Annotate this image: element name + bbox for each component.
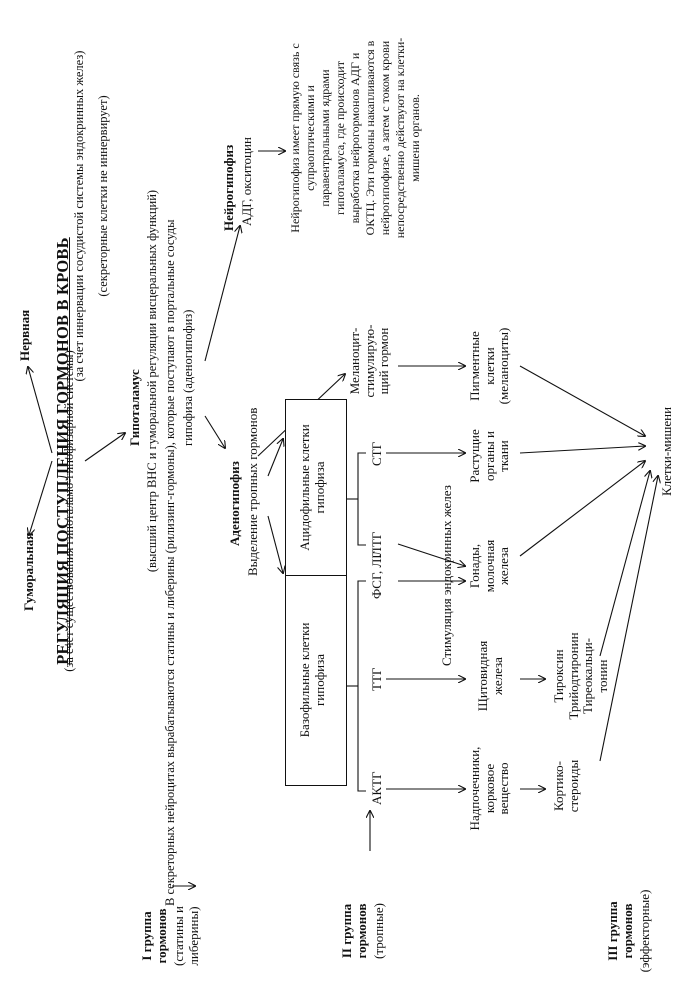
adenohypophysis-label: Аденогипофиз (227, 461, 242, 546)
hormone-stg: СТГ (369, 441, 384, 466)
arrow-thyro-target (599, 471, 650, 657)
arrow-humoral-hypothalamus (84, 433, 125, 462)
hormone-ttg: ТТГ (369, 667, 384, 691)
neurohypophysis-line1: АДГ, окситоцин (239, 137, 254, 226)
group2-subtitle: (тропные) (371, 903, 386, 959)
adenohypophysis-line1: Выделение тропных гормонов (245, 407, 260, 576)
group3-subtitle: (эффекторные) (637, 889, 652, 973)
hypothalamus-line3: гипофиза (аденогипофиз) (181, 309, 195, 446)
hypothalamus-line1: (высший центр ВНС и гуморальной регуляци… (145, 189, 159, 573)
neurohypophysis-label: Нейрогипофиз (221, 144, 236, 231)
effector-corticosteroids: Кортико-стероиды (551, 759, 581, 813)
arrow-pigment-target (519, 365, 645, 436)
arrow-title-humoral (29, 460, 53, 535)
humoral-regulation-label: Гуморальная (21, 532, 36, 611)
target-cells-label: Клетки-мишени (659, 406, 674, 496)
arrow-growing-target (519, 446, 645, 454)
arrow-ltg-gonads (397, 543, 465, 566)
hypothalamus-line2: В секреторных нейроцитах вырабатываются … (163, 219, 177, 906)
arrow-gonads-target (519, 461, 645, 557)
nervous-line2: (секреторные клетки не иннервирует) (96, 95, 110, 297)
hormone-fsg-lg: ФСГ, ЛГ (369, 551, 384, 599)
neurohypophysis-description: Нейрогипофиз имеет прямую связь с супрао… (288, 37, 422, 239)
basophil-bracket (357, 580, 366, 792)
arrow-adeno-acidophil (267, 439, 283, 477)
hormone-msh: Меланоцит-стимулирую-щий гормон (347, 324, 392, 398)
acidophil-bracket (357, 452, 366, 546)
nervous-regulation-label: Нервная (17, 309, 32, 361)
arrow-adeno-basophil (267, 515, 283, 573)
arrow-title-nervous (28, 367, 53, 454)
hypothalamus-label: Гипоталамус (127, 369, 142, 446)
arrow-hypo-neuro (204, 226, 240, 362)
hormone-actg: АКТГ (369, 771, 384, 805)
arrow-hypo-adeno (204, 415, 225, 448)
stimulation-label: Стимуляция эндокринных желез (439, 485, 454, 666)
arrow-cortico-target (599, 476, 658, 762)
humoral-line1: (за счет существования гипоталамо-гипофи… (62, 350, 76, 672)
hormone-ltg: ЛТГ (369, 531, 384, 556)
